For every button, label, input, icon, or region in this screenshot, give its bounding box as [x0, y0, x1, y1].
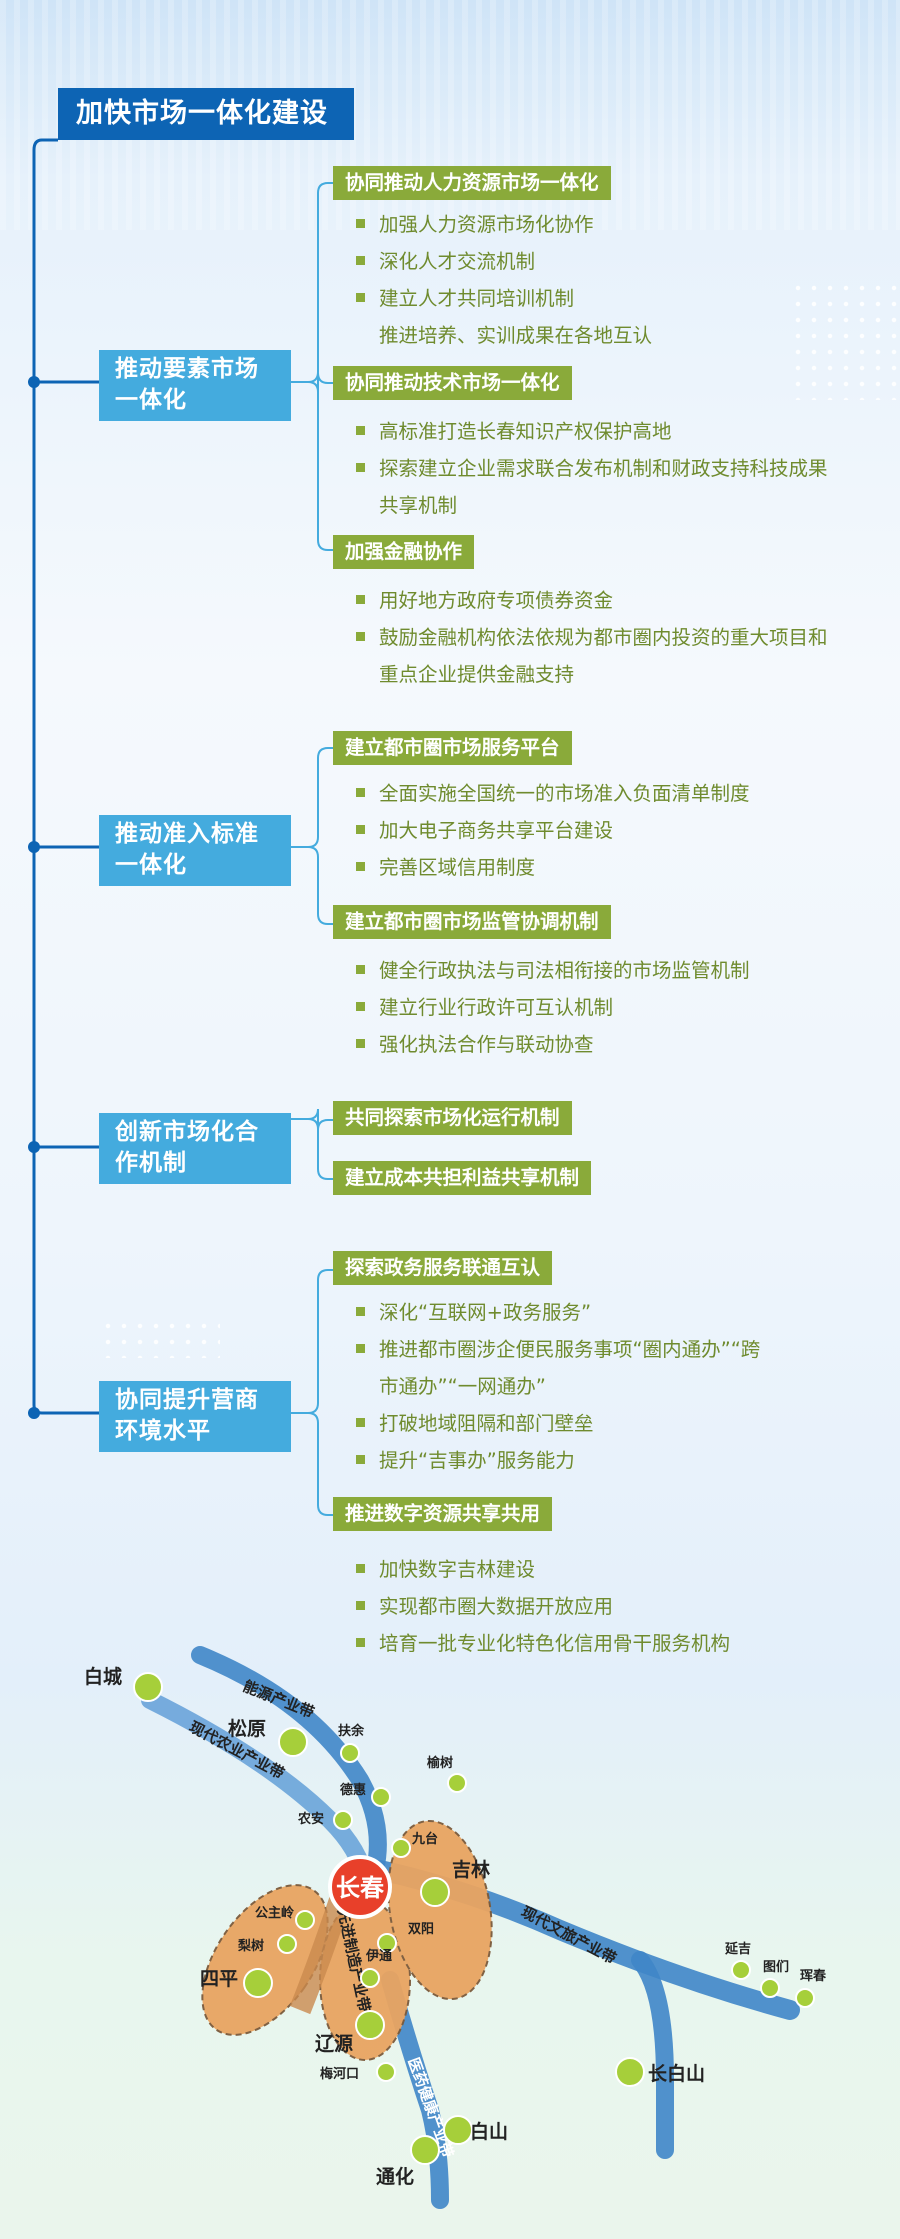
list-item: 健全行政执法与司法相衔接的市场监管机制 [356, 952, 750, 989]
section-label-line: 一体化 [115, 387, 187, 413]
group-label: 协同推动技术市场一体化 [333, 366, 572, 400]
section-label-business-environment: 协同提升营商 环境水平 [99, 1381, 291, 1452]
bullet-square-icon [356, 1307, 365, 1316]
bullet-square-icon [356, 788, 365, 797]
list-item: 深化“互联网+政务服务” [356, 1294, 591, 1331]
section-label-line: 推动准入标准 [115, 821, 259, 847]
city-label: 白城 [84, 1665, 122, 1688]
bullet-square-icon [356, 293, 365, 302]
list-item: 探索建立企业需求联合发布机制和财政支持科技成果共享机制 [356, 450, 828, 524]
list-item: 深化人才交流机制 [356, 243, 535, 280]
list-item: 推进都市圈涉企便民服务事项“圈内通办”“跨市通办”“一网通办” [356, 1331, 760, 1405]
section-label-access-standard: 推动准入标准 一体化 [99, 815, 291, 886]
list-item: 用好地方政府专项债券资金 [356, 582, 613, 619]
bullet-square-icon [356, 1455, 365, 1464]
section-label-line: 一体化 [115, 852, 187, 878]
city-label: 公主岭 [255, 1905, 294, 1921]
city-label: 白山 [470, 2120, 508, 2143]
city-label: 伊通 [365, 1948, 392, 1964]
metro-area-map: 能源产业带 现代农业产业带 先进制造产业带 医药健康产业带 现代文旅产业带 长春… [84, 1646, 827, 2209]
group-label: 推进数字资源共享共用 [333, 1497, 553, 1531]
city-label: 松原 [228, 1717, 266, 1740]
city-label: 图们 [763, 1959, 789, 1975]
background-dots [100, 1318, 220, 1358]
bullet-square-icon [356, 1344, 365, 1353]
bullet-square-icon [356, 1564, 365, 1573]
group-label: 协同推动人力资源市场一体化 [333, 166, 611, 200]
belt-manufacturing [289, 1896, 351, 2015]
zone-jilin [387, 1819, 493, 2001]
city-label: 四平 [200, 1968, 238, 1990]
city-label: 延吉 [724, 1941, 751, 1957]
page-title: 加快市场一体化建设 [58, 88, 354, 140]
bullet-square-icon [356, 1039, 365, 1048]
bullet-square-icon [356, 426, 365, 435]
bullet-square-icon [356, 219, 365, 228]
bullet-square-icon [356, 595, 365, 604]
city-label: 扶余 [338, 1723, 365, 1739]
tree-node-dot [28, 841, 40, 853]
list-item: 实现都市圈大数据开放应用 [356, 1588, 613, 1625]
city-label: 梅河口 [320, 2066, 359, 2082]
section-label-line: 作机制 [115, 1150, 187, 1176]
belt-label: 能源产业带 [241, 1677, 317, 1722]
background-dots [790, 280, 900, 400]
group-label: 加强金融协作 [333, 535, 475, 569]
section-label-factor-market: 推动要素市场 一体化 [99, 350, 291, 421]
group-label: 建立成本共担利益共享机制 [333, 1161, 592, 1195]
list-item: 完善区域信用制度 [356, 849, 535, 886]
group-label: 建立都市圈市场服务平台 [333, 731, 572, 765]
city-label: 德惠 [340, 1782, 366, 1798]
belt-tourism-branch [631, 1951, 674, 2159]
bullet-square-icon [356, 825, 365, 834]
section-label-line: 协同提升营商 [115, 1387, 259, 1413]
tree-node-dot [28, 1407, 40, 1419]
bullet-square-icon [356, 1601, 365, 1610]
city-label: 榆树 [427, 1755, 453, 1771]
section-label-line: 推动要素市场 [115, 356, 259, 382]
bullet-square-icon [356, 632, 365, 641]
tree-node-dot [28, 1141, 40, 1153]
city-label: 吉林 [452, 1858, 490, 1881]
list-item: 全面实施全国统一的市场准入负面清单制度 [356, 775, 750, 812]
bullet-square-icon [356, 862, 365, 871]
tree-node-dot [28, 376, 40, 388]
list-item: 强化执法合作与联动协查 [356, 1026, 594, 1063]
list-item: 高标准打造长春知识产权保护高地 [356, 413, 672, 450]
group-label: 探索政务服务联通互认 [333, 1251, 553, 1285]
city-label: 农安 [297, 1811, 324, 1827]
center-city-label: 长春 [336, 1874, 384, 1902]
section-label-line: 环境水平 [115, 1418, 211, 1444]
section-label-line: 创新市场化合 [115, 1119, 259, 1145]
belt-label: 现代文旅产业带 [518, 1903, 619, 1968]
list-item: 加快数字吉林建设 [356, 1551, 535, 1588]
city-label: 梨树 [237, 1938, 264, 1954]
group-label: 建立都市圈市场监管协调机制 [333, 905, 611, 939]
bullet-square-icon [356, 1002, 365, 1011]
group-label: 共同探索市场化运行机制 [333, 1101, 572, 1135]
belt-energy [191, 1646, 387, 1879]
city-label: 长白山 [648, 2062, 705, 2085]
center-city-marker [328, 1855, 392, 1919]
list-item: 打破地域阻隔和部门壁垒 [356, 1405, 594, 1442]
bullet-square-icon [356, 463, 365, 472]
city-label: 通化 [376, 2165, 414, 2188]
bullet-square-icon [356, 1638, 365, 1647]
city-label: 双阳 [408, 1922, 434, 1937]
city-label: 九台 [411, 1831, 438, 1847]
bullet-square-icon [356, 256, 365, 265]
list-item: 加大电子商务共享平台建设 [356, 812, 613, 849]
bullet-square-icon [356, 1418, 365, 1427]
city-label: 珲春 [800, 1968, 827, 1984]
list-item: 培育一批专业化特色化信用骨干服务机构 [356, 1625, 730, 1662]
list-item: 建立人才共同培训机制推进培养、实训成果在各地互认 [356, 280, 652, 354]
list-item: 提升“吉事办”服务能力 [356, 1442, 575, 1479]
section-label-cooperation-mechanism: 创新市场化合 作机制 [99, 1113, 291, 1184]
list-item: 鼓励金融机构依法依规为都市圈内投资的重大项目和重点企业提供金融支持 [356, 619, 828, 693]
bullet-square-icon [356, 965, 365, 974]
list-item: 加强人力资源市场化协作 [356, 206, 594, 243]
city-label: 辽源 [315, 2032, 353, 2055]
list-item: 建立行业行政许可互认机制 [356, 989, 613, 1026]
